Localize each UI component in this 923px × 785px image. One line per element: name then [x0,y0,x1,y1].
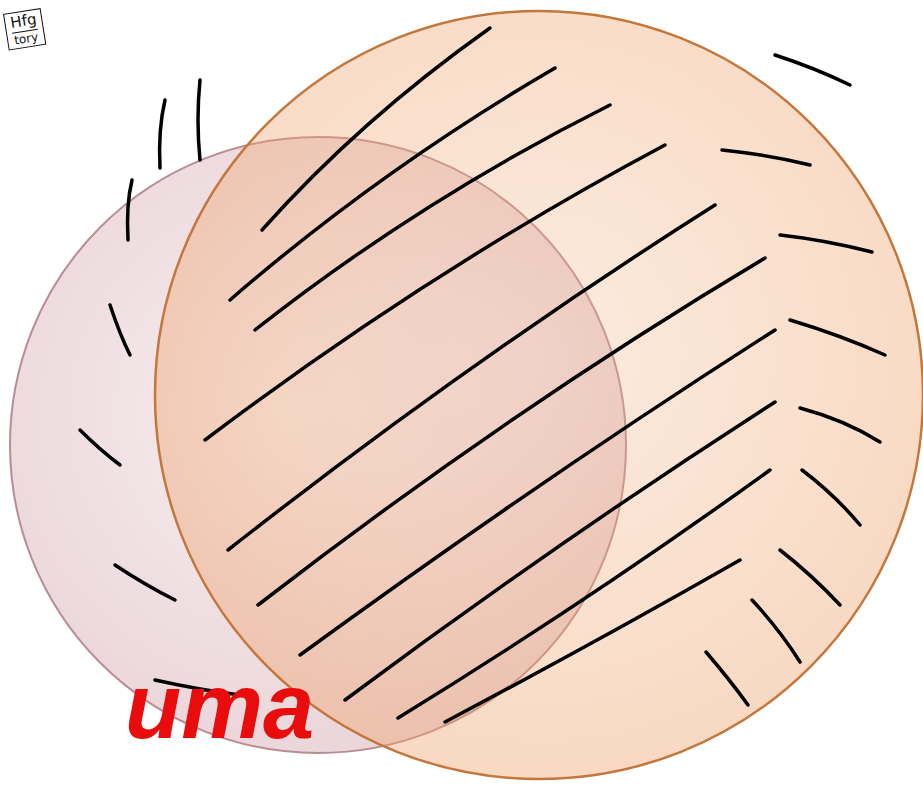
handwritten-note: tory [12,28,40,46]
handwritten-note-box: Hfgtory [3,8,46,51]
hatch-strokes [80,28,885,722]
title-fragment: uma [125,660,314,752]
